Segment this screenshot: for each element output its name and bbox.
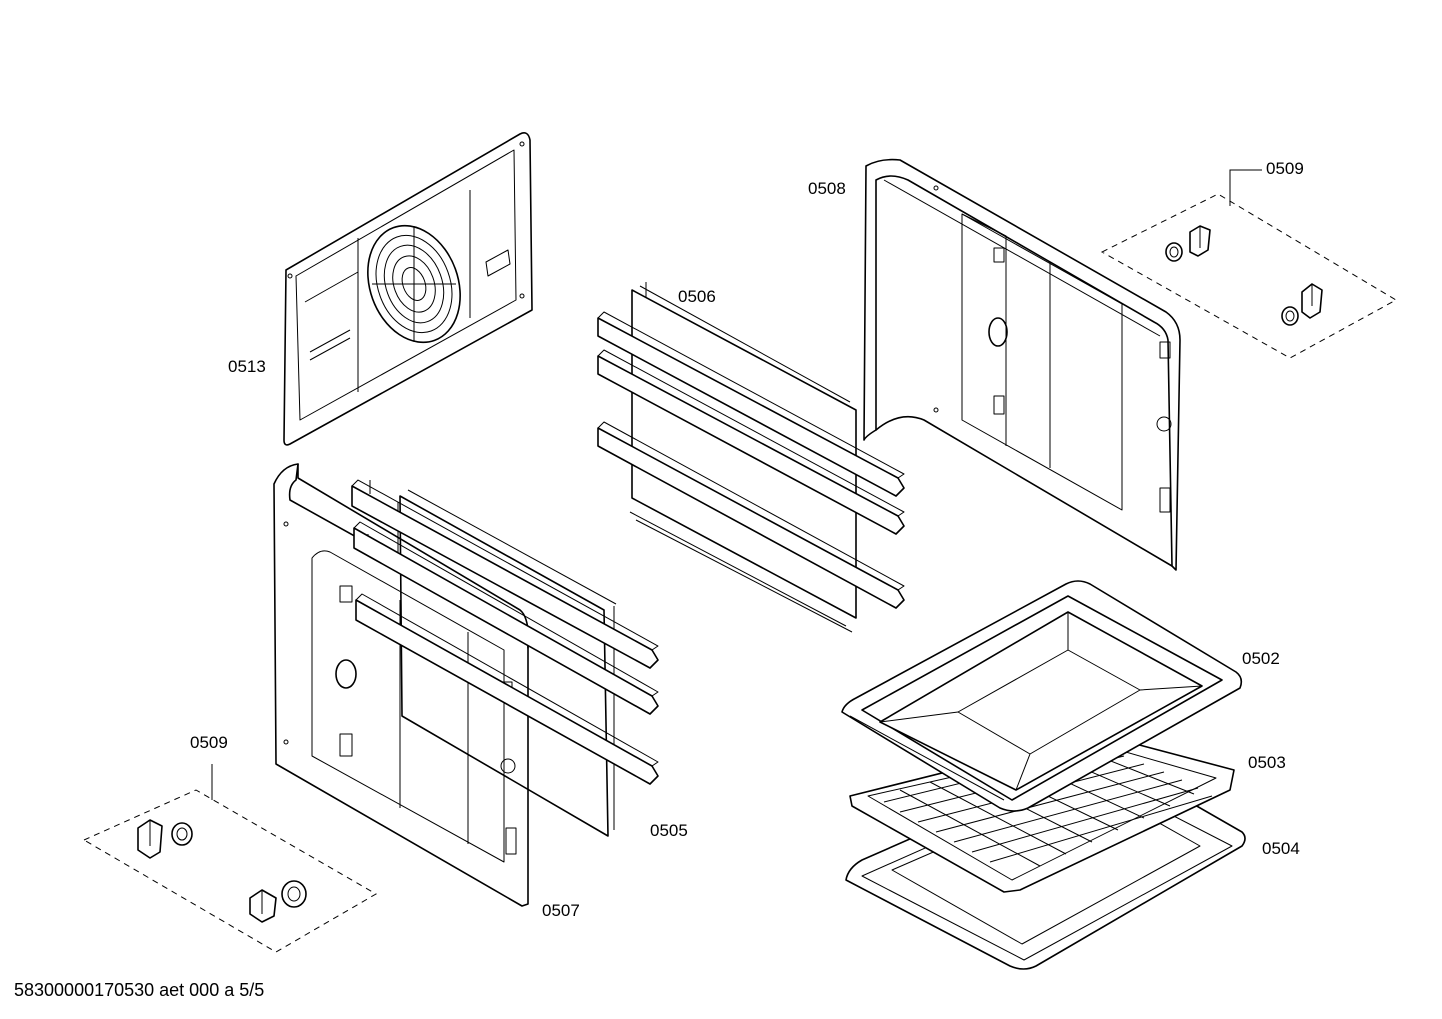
label-0513: 0513 xyxy=(228,357,266,376)
screw-icon xyxy=(171,822,193,846)
clip-icon xyxy=(1189,225,1211,257)
part-0505-shelf-rail-left[interactable] xyxy=(351,479,659,837)
label-0509-top: 0509 xyxy=(1266,159,1304,178)
rail-0505-top xyxy=(351,479,659,669)
label-0505: 0505 xyxy=(650,821,688,840)
document-id-footer: 58300000170530 aet 000 a 5/5 xyxy=(14,980,265,1000)
label-0509-bottom: 0509 xyxy=(190,733,228,752)
screw-icon xyxy=(1281,306,1299,326)
rail-0505-bottom xyxy=(355,593,659,785)
label-0502: 0502 xyxy=(1242,649,1280,668)
screw-icon xyxy=(281,880,307,908)
rail-0506-bottom xyxy=(597,421,905,609)
rail-0506-top xyxy=(597,311,905,497)
label-0503: 0503 xyxy=(1248,753,1286,772)
label-0508: 0508 xyxy=(808,179,846,198)
part-0502-roasting-pan[interactable] xyxy=(841,580,1243,812)
part-0509-fixing-kit-bottom[interactable] xyxy=(82,764,377,953)
screw-icon xyxy=(1165,242,1183,262)
label-0504: 0504 xyxy=(1262,839,1300,858)
clip-icon xyxy=(1301,283,1323,319)
part-0508-side-panel-right[interactable] xyxy=(863,158,1181,571)
part-0506-shelf-rail-right[interactable] xyxy=(597,282,905,633)
part-0513-back-panel[interactable] xyxy=(283,132,533,446)
label-0506: 0506 xyxy=(678,287,716,306)
rail-0505-middle xyxy=(353,521,659,715)
clip-icon xyxy=(137,819,163,859)
part-0509-fixing-kit-top[interactable] xyxy=(1100,169,1398,359)
clip-icon xyxy=(249,889,277,923)
rail-0506-middle xyxy=(597,349,905,535)
label-0507: 0507 xyxy=(542,901,580,920)
